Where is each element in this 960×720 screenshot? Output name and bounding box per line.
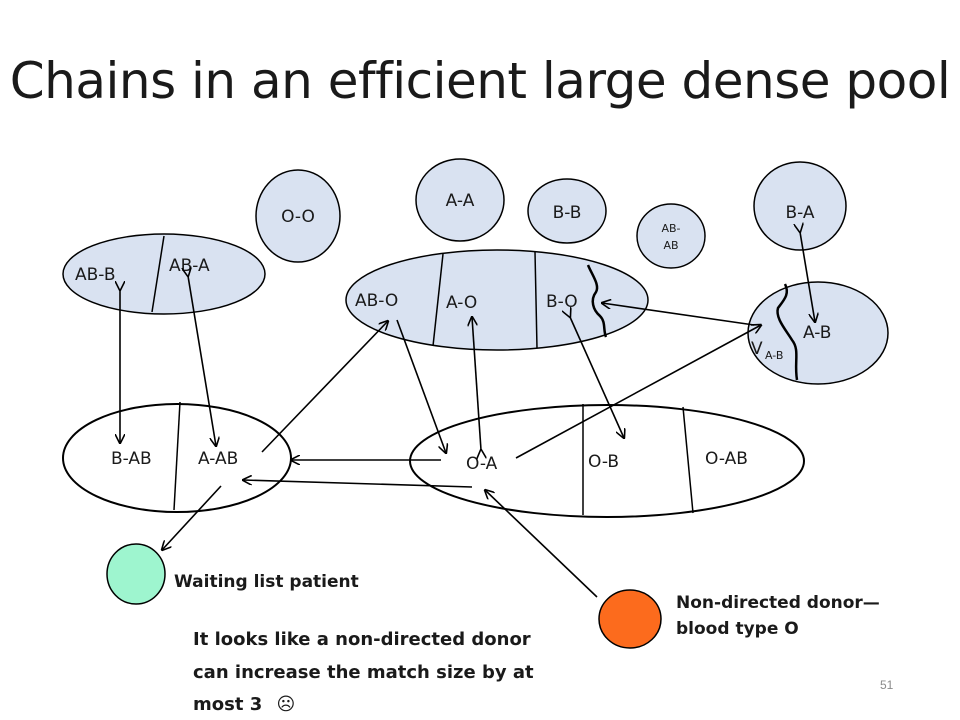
nondirected-label-2: blood type O [676,619,799,639]
label-aab: A-AB [198,449,238,469]
label-bab: B-AB [111,449,152,469]
divider-ao [432,253,444,347]
pool-bb [527,178,607,244]
label-ob: O-B [588,452,619,472]
conclusion-line-3-text: most 3 [193,694,262,715]
nondirected-label-1: Non-directed donor— [676,593,880,613]
divider-oab [682,406,694,514]
nondirected-donor-node [598,589,662,649]
waiting-patient-node [106,543,166,605]
label-bo: B-O [546,292,578,312]
slide-title: Chains in an efficient large dense pool [9,52,951,110]
label-oo: O-O [281,207,315,227]
edge-aab-abo [261,321,388,453]
page-number: 51 [880,678,894,692]
edge-ndd-oval [485,490,598,598]
label-abab-2: AB [663,239,678,252]
edge-oa-ao [472,317,481,450]
label-abb: AB-B [75,265,115,285]
waiting-patient-label: Waiting list patient [174,572,359,592]
sad-face-icon: ☹ [277,694,296,715]
edge-bo-ob [570,317,624,438]
label-vab-sub: A-B [765,349,783,362]
pool-abab [636,203,706,269]
edge-aba-aab [188,276,216,446]
boundary-vab [776,283,799,381]
label-ba: B-A [785,203,814,223]
edge-abo-oa [396,319,446,453]
divider-ab [151,235,165,313]
label-ab: A-B [803,323,831,343]
label-abo: AB-O [355,291,398,311]
pool-aa [415,158,505,242]
label-oa: O-A [466,454,498,474]
label-abab-1: AB- [661,222,680,235]
label-ao: A-O [446,293,477,313]
edge-ba-ab [800,232,815,322]
divider-bo [534,251,538,349]
label-aba: AB-A [169,256,210,276]
edge-ab-bo [602,303,755,326]
edge-oa-ab-long [515,325,761,459]
divider-aab [173,401,181,511]
edge-aab-waiting [162,485,222,550]
conclusion-line-3: most 3 ☹ [193,694,295,715]
label-bb: B-B [553,203,582,223]
label-oab: O-AB [705,449,748,469]
pool-oo [255,169,341,263]
edge-oval-aab [243,480,473,488]
label-vab: V [751,339,763,359]
label-aa: A-A [446,191,475,211]
conclusion-line-1: It looks like a non-directed donor [193,629,531,650]
conclusion-line-2: can increase the match size by at [193,662,534,683]
